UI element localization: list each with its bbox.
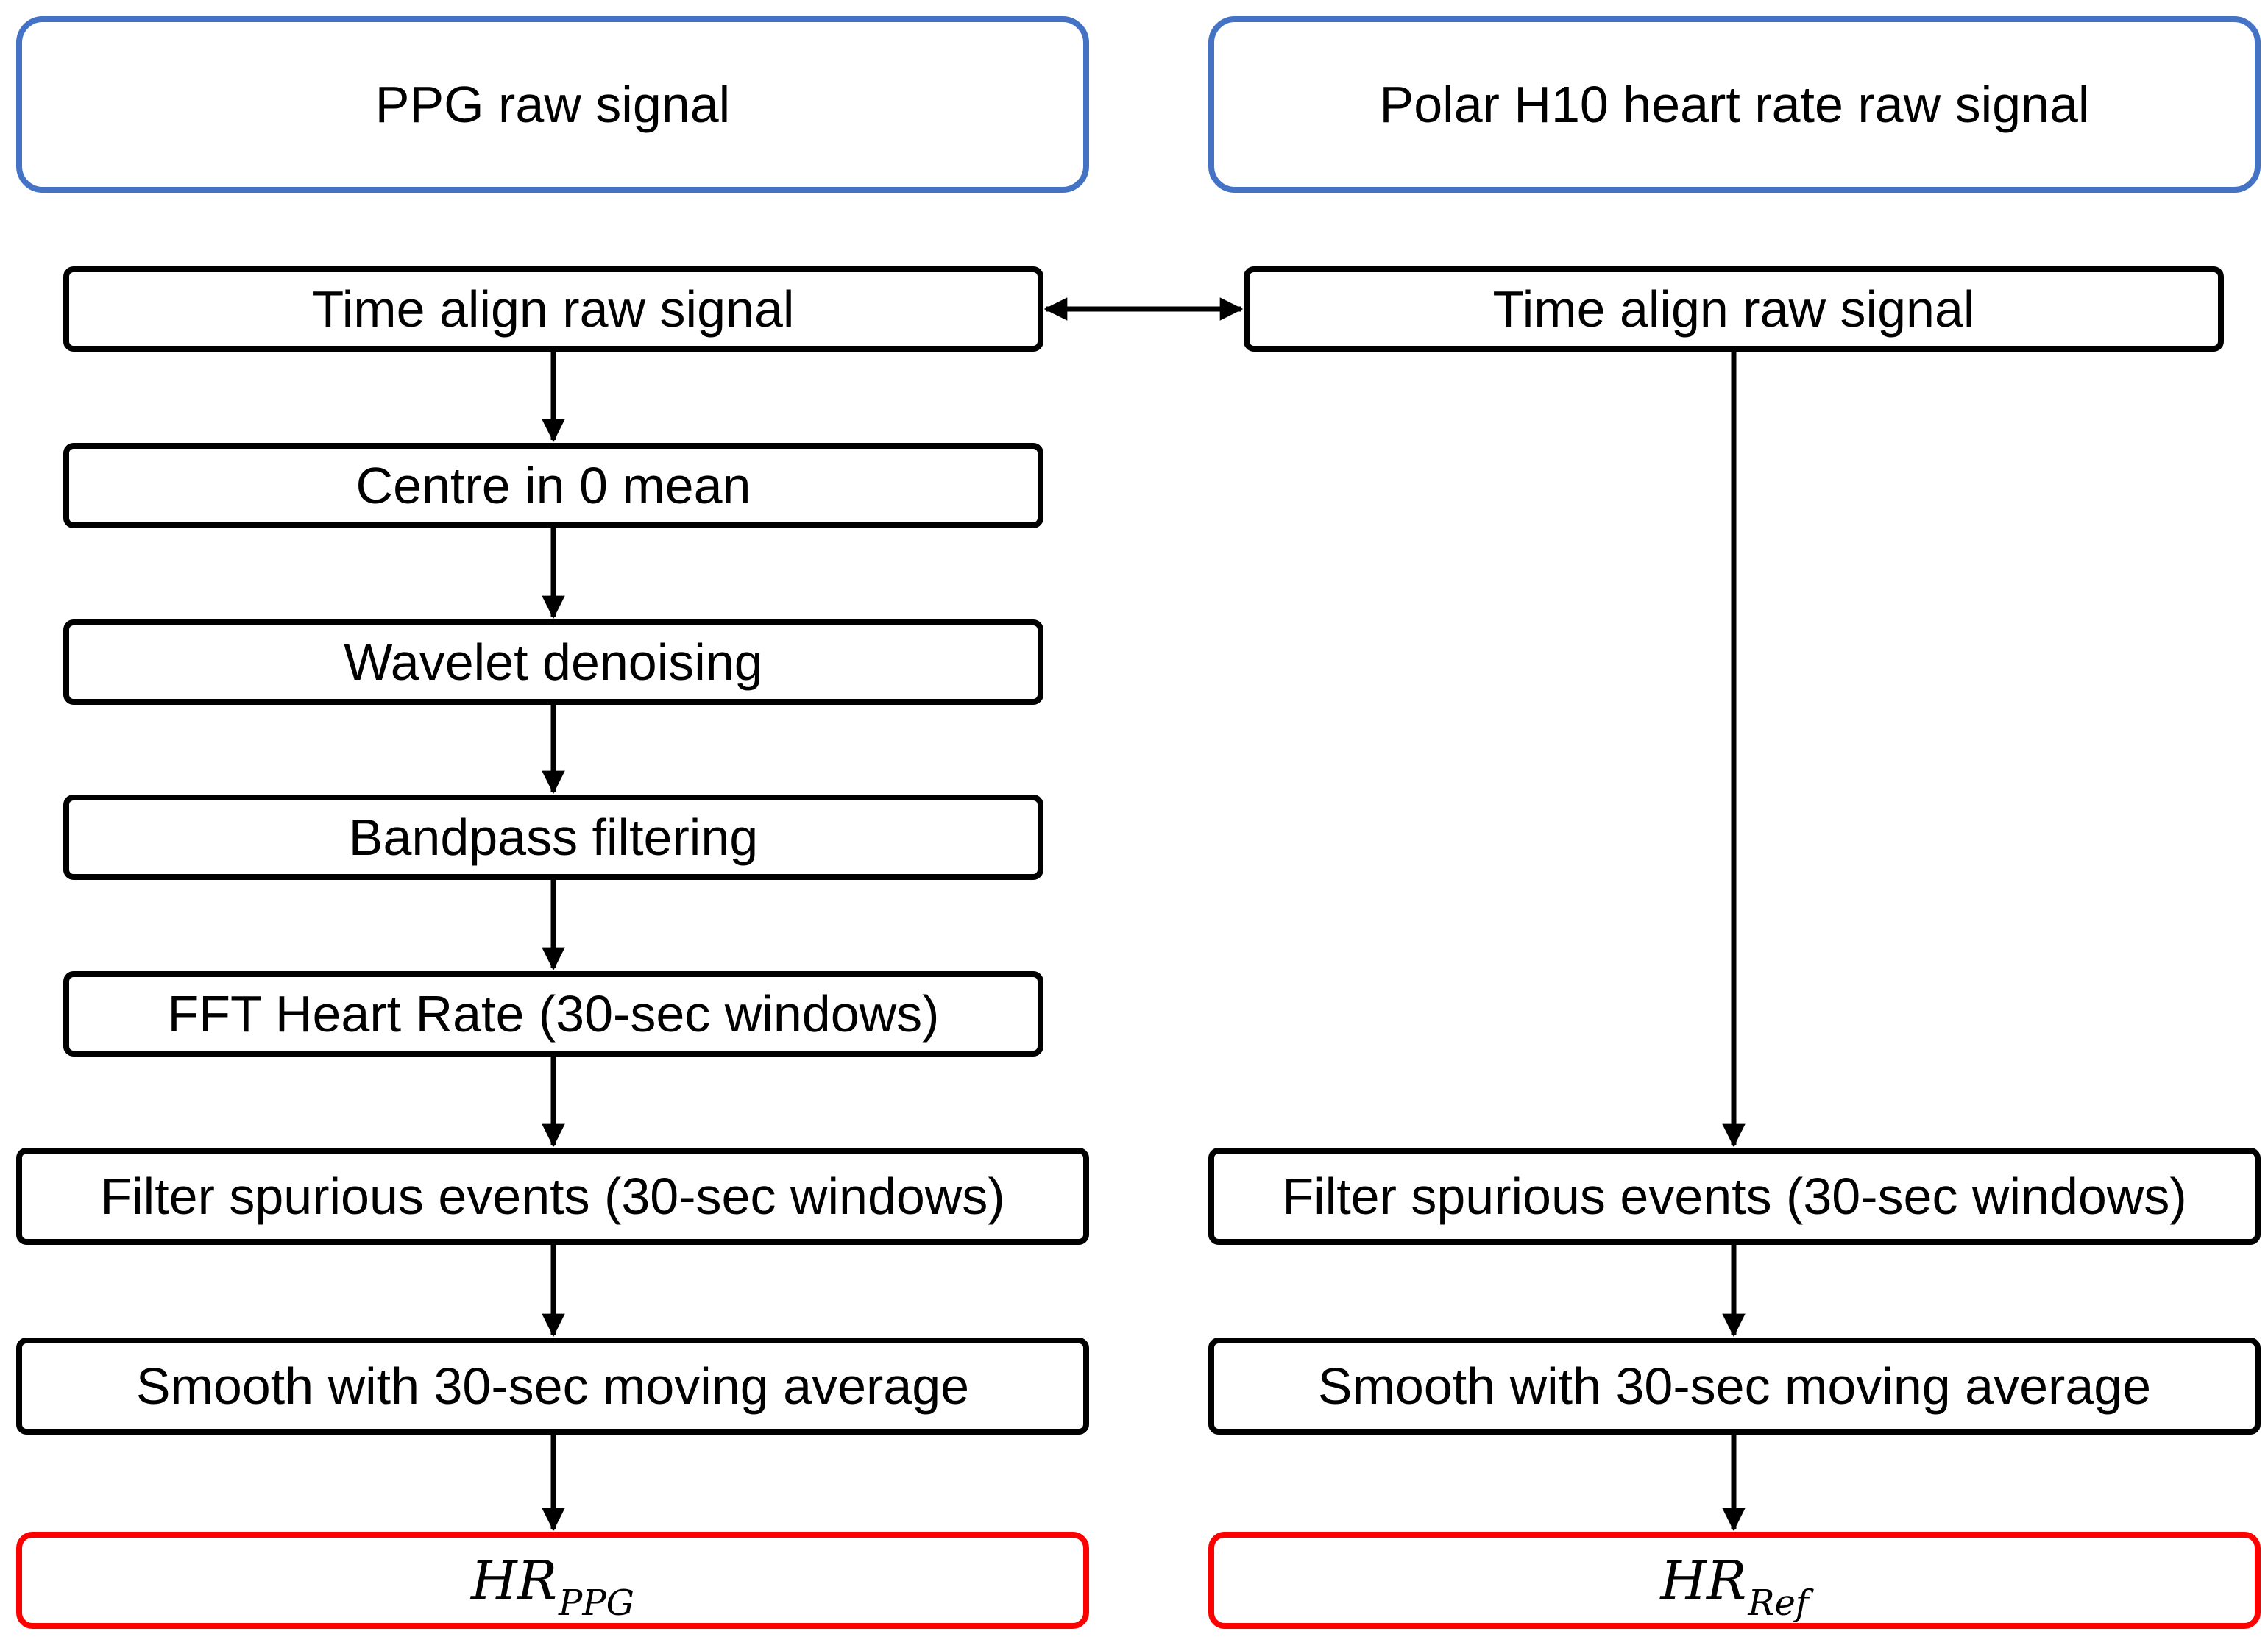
- formula-base: HR: [1660, 1549, 1747, 1611]
- source-label-polar-h10: Polar H10 heart rate raw signal: [1379, 76, 2090, 133]
- step-label: Wavelet denoising: [344, 633, 763, 691]
- step-smooth-right: Smooth with 30-sec moving average: [1208, 1338, 2261, 1435]
- step-label: Time align raw signal: [312, 280, 795, 338]
- step-wavelet-denoising: Wavelet denoising: [63, 619, 1043, 705]
- step-label: Filter spurious events (30-sec windows): [100, 1168, 1005, 1225]
- step-label: Filter spurious events (30-sec windows): [1282, 1168, 2187, 1225]
- step-time-align-right: Time align raw signal: [1244, 266, 2224, 352]
- step-label: Smooth with 30-sec moving average: [1317, 1357, 2152, 1415]
- source-box-polar-h10: Polar H10 heart rate raw signal: [1208, 16, 2261, 193]
- step-label: Smooth with 30-sec moving average: [135, 1357, 970, 1415]
- step-centre-mean: Centre in 0 mean: [63, 443, 1043, 528]
- step-smooth-left: Smooth with 30-sec moving average: [16, 1338, 1089, 1435]
- formula-subscript: Ref: [1748, 1583, 1809, 1624]
- step-filter-spurious-left: Filter spurious events (30-sec windows): [16, 1148, 1089, 1245]
- step-time-align-left: Time align raw signal: [63, 266, 1043, 352]
- step-label: Time align raw signal: [1492, 280, 1975, 338]
- source-box-ppg: PPG raw signal: [16, 16, 1089, 193]
- formula-subscript: PPG: [559, 1583, 634, 1624]
- formula-base: HR: [471, 1549, 558, 1611]
- step-label: FFT Heart Rate (30-sec windows): [167, 985, 940, 1043]
- step-filter-spurious-right: Filter spurious events (30-sec windows): [1208, 1148, 2261, 1245]
- step-bandpass-filtering: Bandpass filtering: [63, 795, 1043, 880]
- source-label-ppg: PPG raw signal: [375, 76, 731, 133]
- step-fft-heart-rate: FFT Heart Rate (30-sec windows): [63, 971, 1043, 1057]
- step-label: Bandpass filtering: [348, 809, 759, 866]
- step-label: Centre in 0 mean: [355, 457, 751, 514]
